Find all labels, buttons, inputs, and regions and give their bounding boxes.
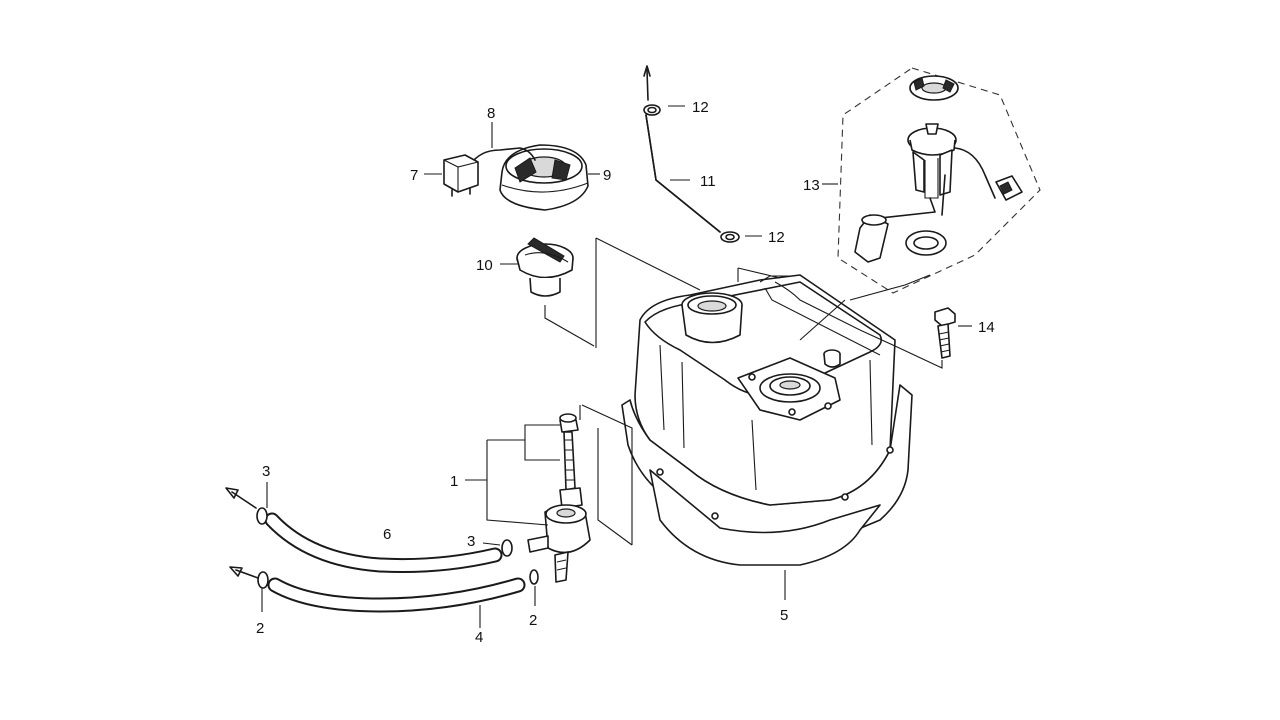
callout-3-left: 3 xyxy=(262,463,270,480)
hose-clip-3-right xyxy=(501,539,513,557)
fuel-pump-assembly xyxy=(837,67,1041,294)
mounting-bolt xyxy=(934,307,956,359)
tube-clip-lower xyxy=(720,231,740,243)
fuel-valve xyxy=(527,413,591,583)
callout-8: 8 xyxy=(487,105,495,122)
fuel-hose-lower xyxy=(267,577,526,613)
tank-lock-assembly xyxy=(443,144,589,211)
callout-11: 11 xyxy=(700,173,716,190)
hose-clip-2-right xyxy=(529,569,539,585)
tube-clip-upper xyxy=(643,104,661,116)
callout-6: 6 xyxy=(383,526,391,543)
callout-14: 14 xyxy=(978,319,995,336)
callout-4: 4 xyxy=(475,629,483,646)
callout-10: 10 xyxy=(476,257,493,274)
callout-2-right: 2 xyxy=(529,612,537,629)
callout-3-right: 3 xyxy=(467,533,475,550)
fuel-hose-upper xyxy=(264,512,503,574)
callout-numbers: 1 2 2 3 3 4 5 6 7 8 9 10 11 12 12 13 14 xyxy=(256,99,995,646)
callout-9: 9 xyxy=(603,167,611,184)
hose-clip-2-left xyxy=(257,571,269,589)
callout-1: 1 xyxy=(450,473,458,490)
callout-7: 7 xyxy=(410,167,418,184)
fuel-cap xyxy=(516,237,574,297)
callout-13: 13 xyxy=(803,177,820,194)
breather-tube xyxy=(643,65,721,233)
leader-lines xyxy=(261,105,972,628)
callout-2-left: 2 xyxy=(256,620,264,637)
fuel-tank xyxy=(621,274,913,566)
callout-12-upper: 12 xyxy=(692,99,709,116)
hose-clip-3-left xyxy=(256,507,268,525)
assembly-guide-lines xyxy=(486,237,943,546)
callout-5: 5 xyxy=(780,607,788,624)
callout-12-lower: 12 xyxy=(768,229,785,246)
